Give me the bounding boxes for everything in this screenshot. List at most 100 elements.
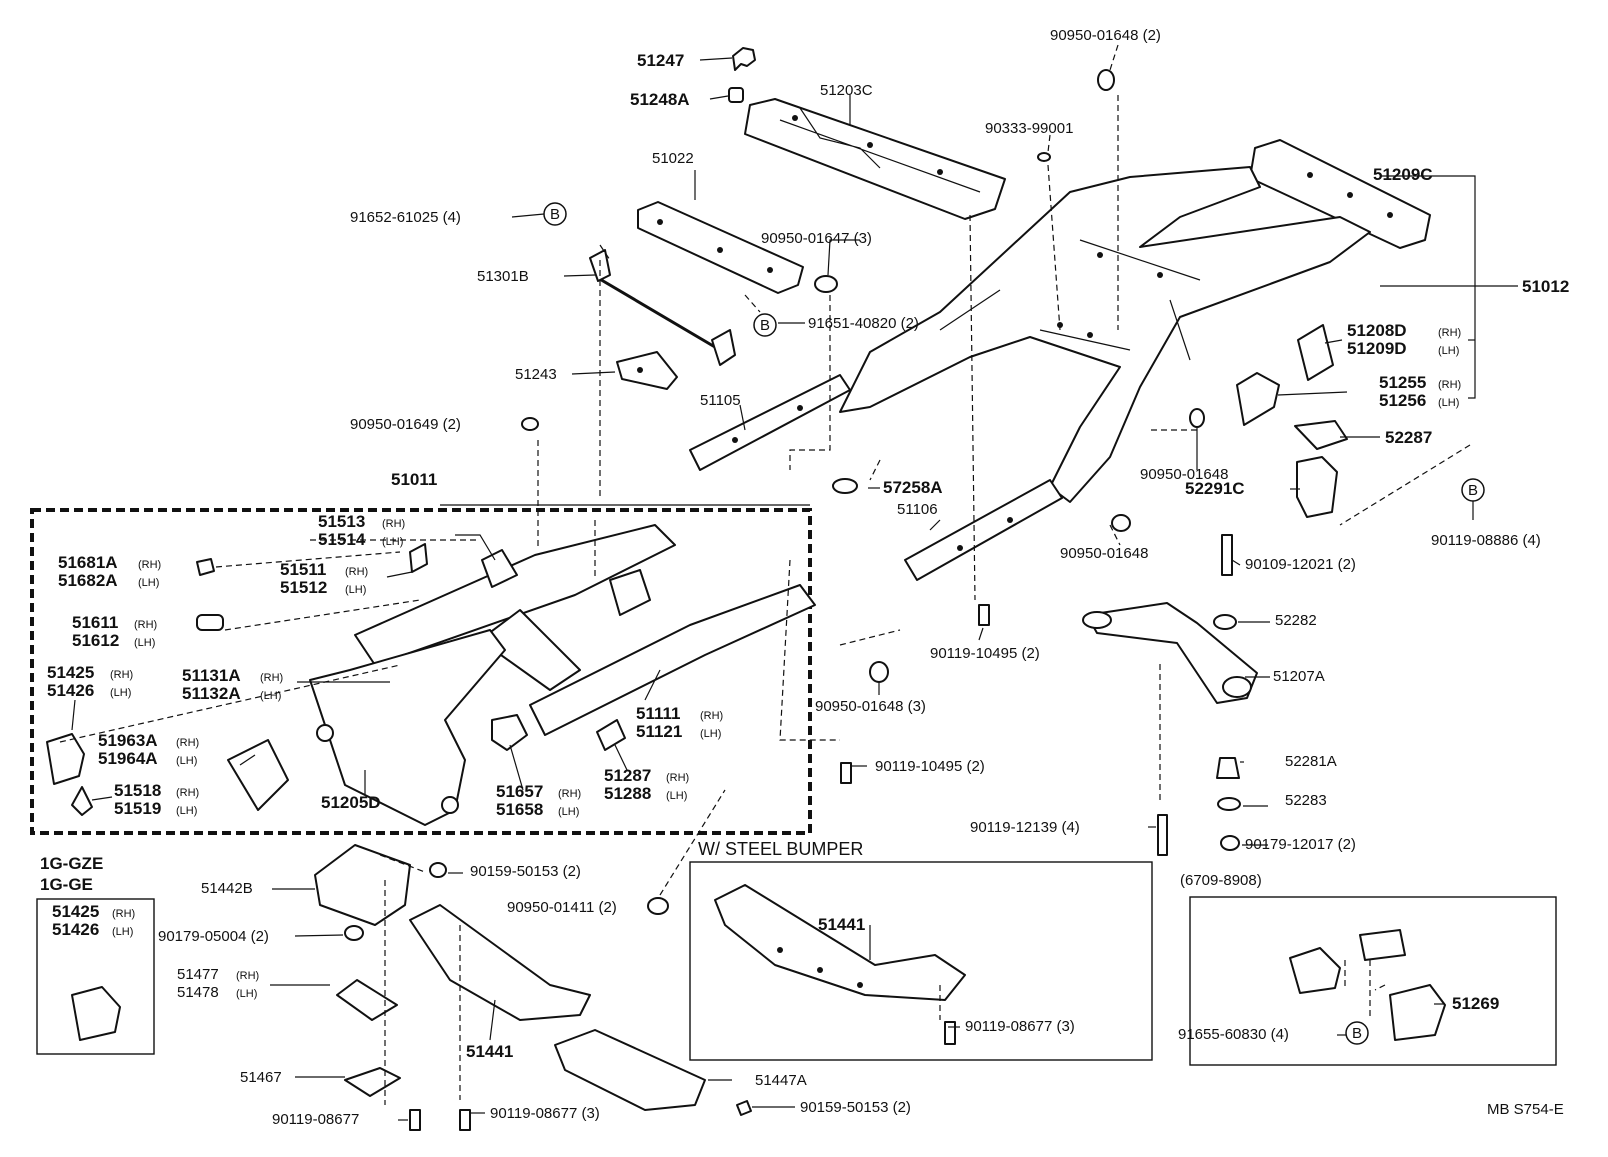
b-marker-2: B: [753, 313, 777, 337]
engine-variant-box: [36, 898, 155, 1055]
label-51513: 51513: [318, 512, 365, 531]
label-51256: 51256: [1379, 391, 1426, 410]
label-51511-side: (RH): [345, 566, 368, 578]
label-91655: 91655-60830 (4): [1178, 1026, 1289, 1043]
leader-lines: [59, 44, 1518, 1121]
part-51287: [596, 719, 626, 751]
part-51467: [344, 1067, 401, 1097]
labels: 51247 51248A 51203C 90950-01648 (2) 9033…: [40, 27, 1569, 1128]
label-51514: 51514: [318, 530, 366, 549]
label-51121-side: (LH): [700, 728, 721, 740]
part-51513: [481, 549, 518, 588]
part-51442b: [314, 844, 411, 926]
label-51512-side: (LH): [345, 584, 366, 596]
label-51256-side: (LH): [1438, 397, 1459, 409]
part-51269: [1289, 929, 1446, 1041]
svg-text:B: B: [1468, 482, 1478, 499]
label-51963a-side: (RH): [176, 737, 199, 749]
label-51612: 51612: [72, 631, 119, 650]
label-51442b: 51442B: [201, 880, 253, 897]
part-51425: [46, 733, 85, 785]
part-51425-box: [71, 986, 121, 1041]
label-51425-side: (RH): [110, 669, 133, 681]
part-51255: [1236, 372, 1280, 426]
label-51203c: 51203C: [820, 82, 873, 99]
part-52282-washer: [1213, 614, 1237, 630]
label-51288-side: (LH): [666, 790, 687, 802]
label-52282: 52282: [1275, 612, 1317, 629]
label-51243: 51243: [515, 366, 557, 383]
label-90950-01647: 90950-01647 (3): [761, 230, 872, 247]
part-51203c: [744, 98, 1006, 220]
label-51426b-side: (LH): [112, 926, 133, 938]
part-grommet-01648-3: [869, 661, 889, 683]
label-52287: 52287: [1385, 428, 1432, 447]
label-91651: 91651-40820 (2): [808, 315, 919, 332]
label-91652: 91652-61025 (4): [350, 209, 461, 226]
label-51287: 51287: [604, 766, 651, 785]
label-90159-50153-b: 90159-50153 (2): [800, 1099, 911, 1116]
label-90119-08677-b: 90119-08677: [272, 1111, 359, 1128]
part-grommet-01648-c: [1111, 514, 1131, 532]
label-51426: 51426: [47, 681, 94, 700]
label-90109: 90109-12021 (2): [1245, 556, 1356, 573]
label-51131a-side: (RH): [260, 672, 283, 684]
part-51441-lower: [409, 904, 591, 1021]
label-51518-side: (RH): [176, 787, 199, 799]
label-90950-01648-2: 90950-01648 (2): [1050, 27, 1161, 44]
label-90119-08677-a: 90119-08677 (3): [965, 1018, 1075, 1035]
b-marker-1: B: [543, 202, 567, 226]
label-engine-2: 1G-GE: [40, 875, 93, 894]
label-51447a: 51447A: [755, 1072, 807, 1089]
label-51512: 51512: [280, 578, 327, 597]
label-51682a: 51682A: [58, 571, 118, 590]
label-51441-lower: 51441: [466, 1042, 513, 1061]
label-51478: 51478: [177, 984, 219, 1001]
label-51477: 51477: [177, 966, 219, 983]
part-51243: [616, 351, 678, 390]
label-51301b: 51301B: [477, 268, 529, 285]
label-52281a: 52281A: [1285, 753, 1337, 770]
part-51301b: [589, 249, 736, 366]
label-90119-10495-a: 90119-10495 (2): [930, 645, 1040, 662]
part-grommet-top: [1097, 69, 1115, 91]
label-51513-side: (RH): [382, 518, 405, 530]
svg-text:B: B: [1352, 1025, 1362, 1042]
label-51209d: 51209D: [1347, 339, 1407, 358]
label-90950-01648-c: 90950-01648: [1060, 545, 1148, 562]
part-90333: [1037, 152, 1051, 162]
label-51022: 51022: [652, 150, 694, 167]
part-90179-12017: [1220, 835, 1240, 851]
part-grommet-01647: [814, 275, 838, 293]
label-51011: 51011: [391, 470, 437, 489]
label-51287-side: (RH): [666, 772, 689, 784]
label-code: MB S754-E: [1487, 1101, 1564, 1118]
label-51208d-side: (RH): [1438, 327, 1461, 339]
part-51441-steel: [714, 884, 966, 1001]
label-51209c: 51209C: [1373, 165, 1433, 184]
label-51511: 51511: [280, 560, 326, 579]
label-90179-05004: 90179-05004 (2): [158, 928, 269, 945]
label-90119-12139: 90119-12139 (4): [970, 819, 1080, 836]
part-51477: [336, 979, 398, 1021]
label-51106: 51106: [897, 501, 938, 518]
label-51658: 51658: [496, 800, 543, 819]
part-grommet-01649: [521, 417, 539, 431]
part-51611: [196, 614, 224, 631]
label-51111: 51111: [636, 704, 680, 723]
steel-bumper-box: [689, 861, 1153, 1061]
label-51612-side: (LH): [134, 637, 155, 649]
group-box-51011: [30, 508, 812, 835]
b-marker-4: B: [1345, 1021, 1369, 1045]
variant-range-box: [1189, 896, 1557, 1066]
svg-text:B: B: [550, 206, 560, 223]
label-51288: 51288: [604, 784, 651, 803]
part-52283-washer: [1217, 797, 1241, 811]
label-51478-side: (LH): [236, 988, 257, 1000]
label-51121: 51121: [636, 722, 682, 741]
label-engine-1: 1G-GZE: [40, 854, 103, 873]
part-90179-05004: [344, 925, 364, 941]
label-90119-08677-c: 90119-08677 (3): [490, 1105, 600, 1122]
label-51208d: 51208D: [1347, 321, 1407, 340]
